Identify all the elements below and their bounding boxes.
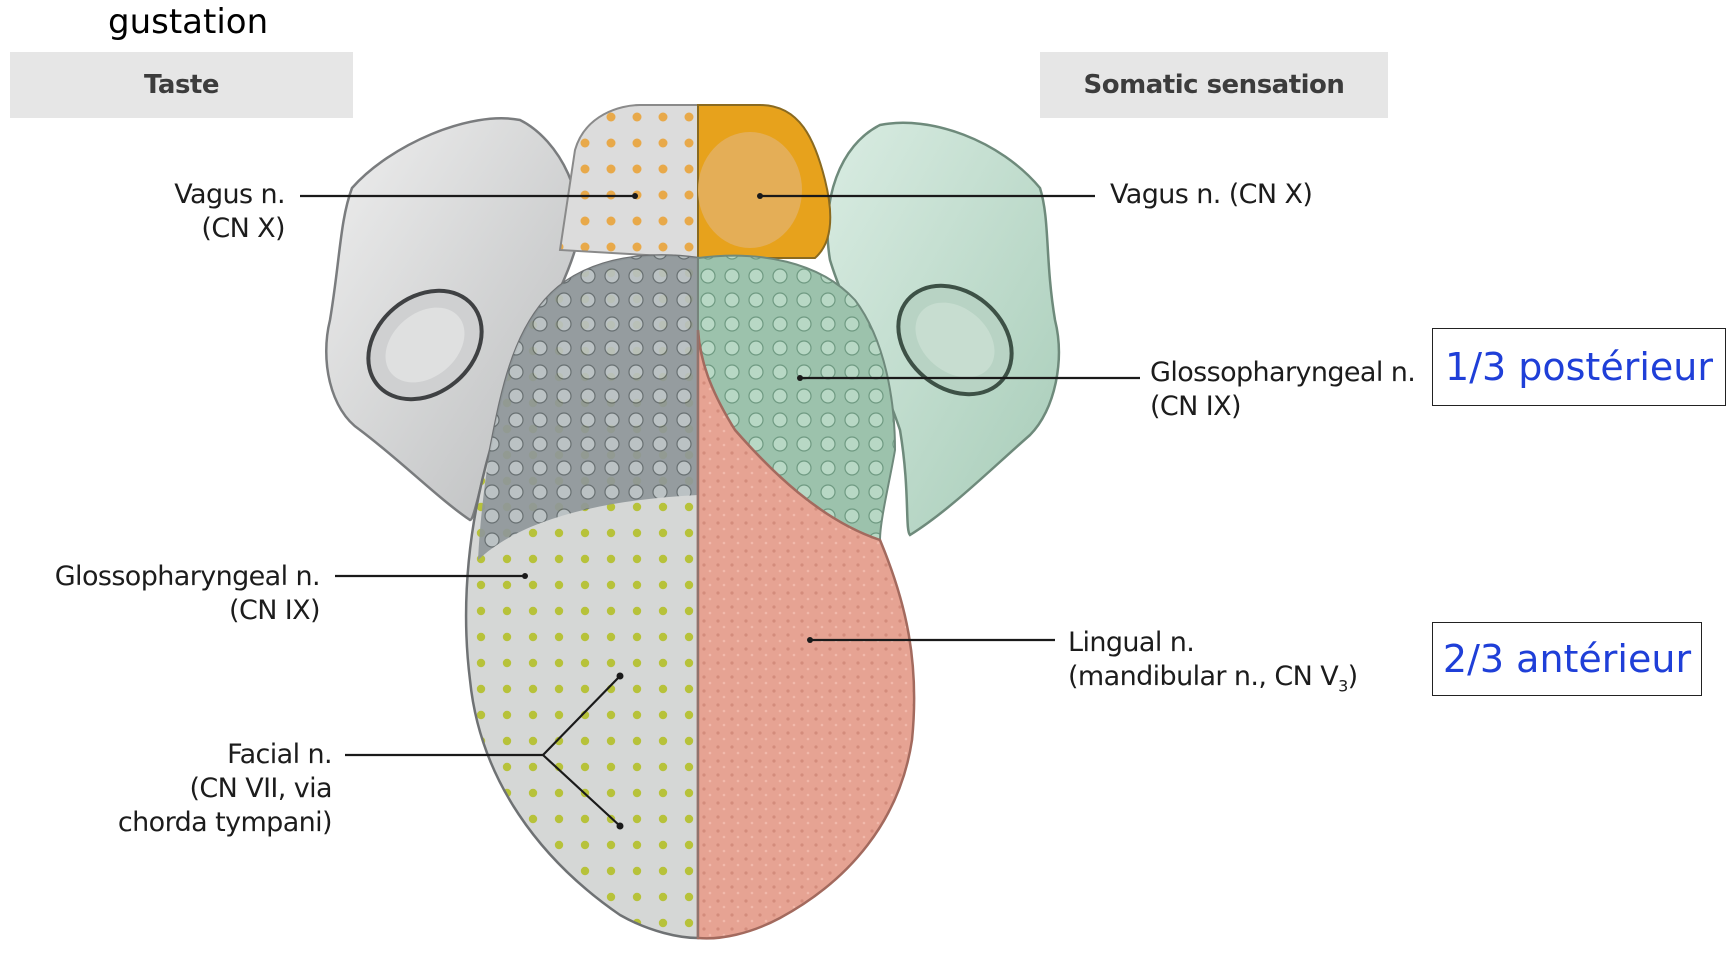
label-facial: Facial n. (CN VII, via chorda tympani) bbox=[80, 738, 332, 840]
label-vagus-left-line1: Vagus n. bbox=[120, 178, 285, 212]
label-vagus-left-line2: (CN X) bbox=[120, 212, 285, 246]
label-glosso-right: Glossopharyngeal n. (CN IX) bbox=[1150, 356, 1430, 424]
label-vagus-right-line1: Vagus n. (CN X) bbox=[1110, 178, 1360, 212]
label-glosso-left-line2: (CN IX) bbox=[30, 594, 320, 628]
annotation-posterior-third: 1/3 postérieur bbox=[1432, 328, 1726, 406]
label-glosso-left-line1: Glossopharyngeal n. bbox=[30, 560, 320, 594]
label-facial-line2: (CN VII, via bbox=[80, 772, 332, 806]
label-glosso-right-line2: (CN IX) bbox=[1150, 390, 1430, 424]
label-lingual: Lingual n. (mandibular n., CN V3) bbox=[1068, 626, 1388, 703]
label-lingual-line1: Lingual n. bbox=[1068, 626, 1388, 660]
label-facial-line1: Facial n. bbox=[80, 738, 332, 772]
label-glosso-left: Glossopharyngeal n. (CN IX) bbox=[30, 560, 320, 628]
label-lingual-subscript: 3 bbox=[1338, 676, 1348, 695]
label-facial-line3: chorda tympani) bbox=[80, 806, 332, 840]
label-vagus-right: Vagus n. (CN X) bbox=[1110, 178, 1360, 212]
annotation-anterior-two-thirds: 2/3 antérieur bbox=[1432, 622, 1702, 696]
label-glosso-right-line1: Glossopharyngeal n. bbox=[1150, 356, 1430, 390]
label-lingual-line2: (mandibular n., CN V3) bbox=[1068, 660, 1388, 703]
label-vagus-left: Vagus n. (CN X) bbox=[120, 178, 285, 246]
epiglottis-taste-region bbox=[560, 105, 698, 258]
